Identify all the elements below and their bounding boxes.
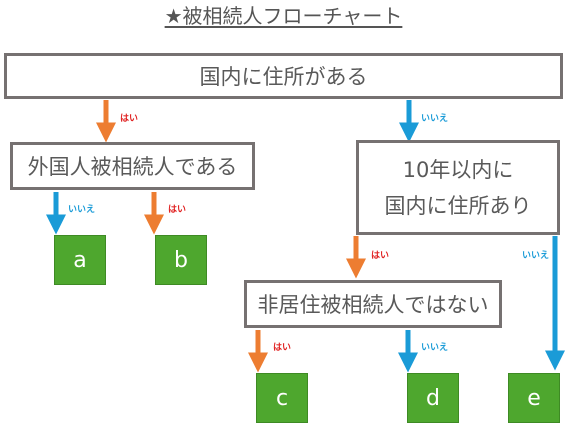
chart-title-text: ★被相続人フローチャート — [164, 4, 403, 28]
question-not-nonresident-decedent: 非居住被相続人ではない — [244, 280, 502, 328]
edge-label-q2-no: いいえ — [68, 205, 96, 215]
question-domestic-address-text: 国内に住所がある — [199, 65, 368, 89]
question-not-nonresident-text: 非居住被相続人ではない — [257, 293, 489, 317]
result-c: c — [256, 373, 308, 423]
question-domestic-address: 国内に住所がある — [4, 53, 563, 99]
result-d: d — [407, 373, 459, 423]
edge-label-q3-yes: はい — [371, 251, 390, 261]
question-foreign-decedent: 外国人被相続人である — [10, 142, 255, 190]
result-e-text: e — [527, 385, 541, 411]
question-address-line1: 10年以内に — [402, 157, 514, 182]
result-b: b — [155, 235, 207, 285]
edge-label-q4-yes: はい — [273, 343, 292, 353]
edge-label-q1-no: いいえ — [421, 114, 449, 124]
question-address-line2: 国内に住所あり — [384, 193, 532, 218]
result-c-text: c — [275, 385, 289, 411]
chart-title: ★被相続人フローチャート — [0, 4, 567, 28]
question-address-within-10-years: 10年以内に 国内に住所あり — [356, 140, 560, 235]
result-e: e — [508, 373, 560, 423]
edge-label-q1-yes: はい — [120, 114, 139, 124]
result-a: a — [54, 235, 106, 285]
result-d-text: d — [426, 385, 440, 411]
edge-label-q4-no: いいえ — [421, 343, 449, 353]
result-a-text: a — [73, 247, 87, 273]
edge-label-q2-yes: はい — [168, 205, 187, 215]
edge-label-q3-no: いいえ — [522, 251, 550, 261]
result-b-text: b — [174, 247, 188, 273]
question-foreign-decedent-text: 外国人被相続人である — [27, 155, 238, 179]
